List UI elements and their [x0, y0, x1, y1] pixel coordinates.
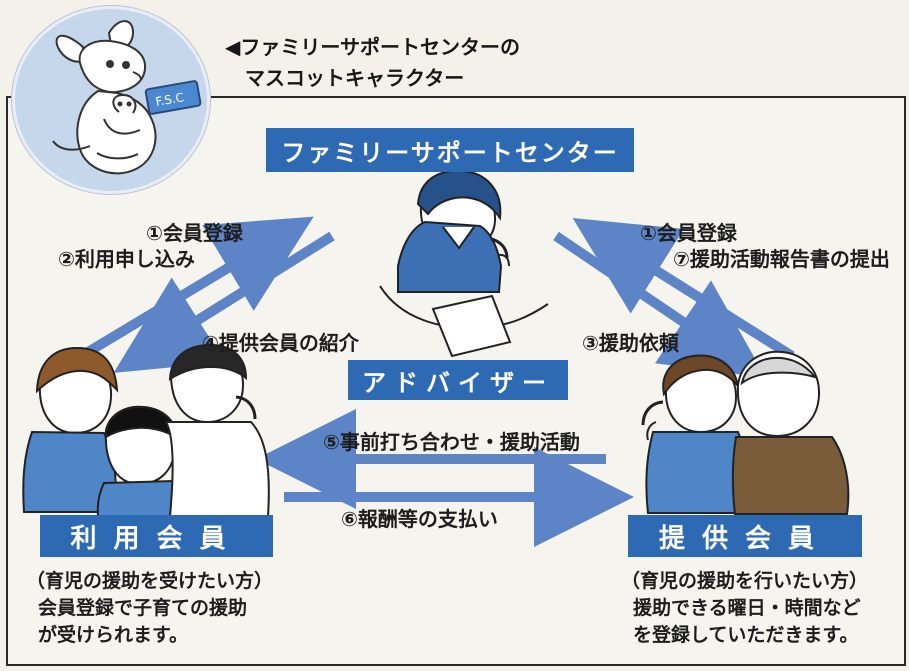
mascot-caption-line-2: マスコットキャラクター [245, 66, 465, 90]
arrow-center-to-provider [553, 231, 766, 378]
user-description-line-2: 会員登録で子育ての援助 [38, 597, 248, 619]
request-support-label: ③援助依頼 [582, 331, 679, 355]
provider-description-line-1: （育児の援助を行いたい方） [621, 570, 869, 592]
payment-label: ⑥報酬等の支払い [341, 507, 498, 531]
prior-meeting-label: ⑤事前打ち合わせ・援助活動 [323, 430, 580, 454]
left-apply-label: ②利用申し込み [58, 247, 195, 271]
provider-description-line-3: を登録していただきます。 [633, 624, 859, 646]
right-report-label: ⑦援助活動報告書の提出 [673, 247, 890, 271]
user-description-line-1: （育児の援助を受けたい方） [26, 570, 274, 592]
user-family-illustration [22, 343, 270, 517]
kangaroo-mascot-icon: F.S.C [52, 20, 202, 175]
mascot-caption-line-1: ◀ファミリーサポートセンターの [225, 35, 520, 59]
provider-member-banner: 提供会員 [628, 515, 862, 557]
provider-family-illustration [641, 350, 850, 515]
user-description-line-3: が受けられます。 [38, 624, 189, 646]
user-member-banner: 利用会員 [40, 515, 273, 557]
arrow-center-to-user [113, 231, 335, 373]
right-register-label: ①会員登録 [640, 221, 737, 245]
mascot-caption: ◀ファミリーサポートセンターの マスコットキャラクター [225, 32, 520, 94]
advisor-banner: アドバイザー [348, 360, 568, 400]
introduce-provider-label: ④提供会員の紹介 [202, 331, 359, 355]
left-register-label: ①会員登録 [146, 221, 243, 245]
family-support-center-banner: ファミリーサポートセンター [266, 128, 634, 172]
user-description: （育児の援助を受けたい方） 会員登録で子育ての援助 が受けられます。 [26, 568, 273, 649]
provider-description: （育児の援助を行いたい方） 援助できる曜日・時間など を登録していただきます。 [621, 568, 868, 649]
advisor-illustration [379, 169, 549, 358]
mascot-badge: F.S.C [12, 6, 210, 194]
svg-text:F.S.C: F.S.C [154, 90, 185, 109]
provider-description-line-2: 援助できる曜日・時間など [633, 597, 861, 619]
